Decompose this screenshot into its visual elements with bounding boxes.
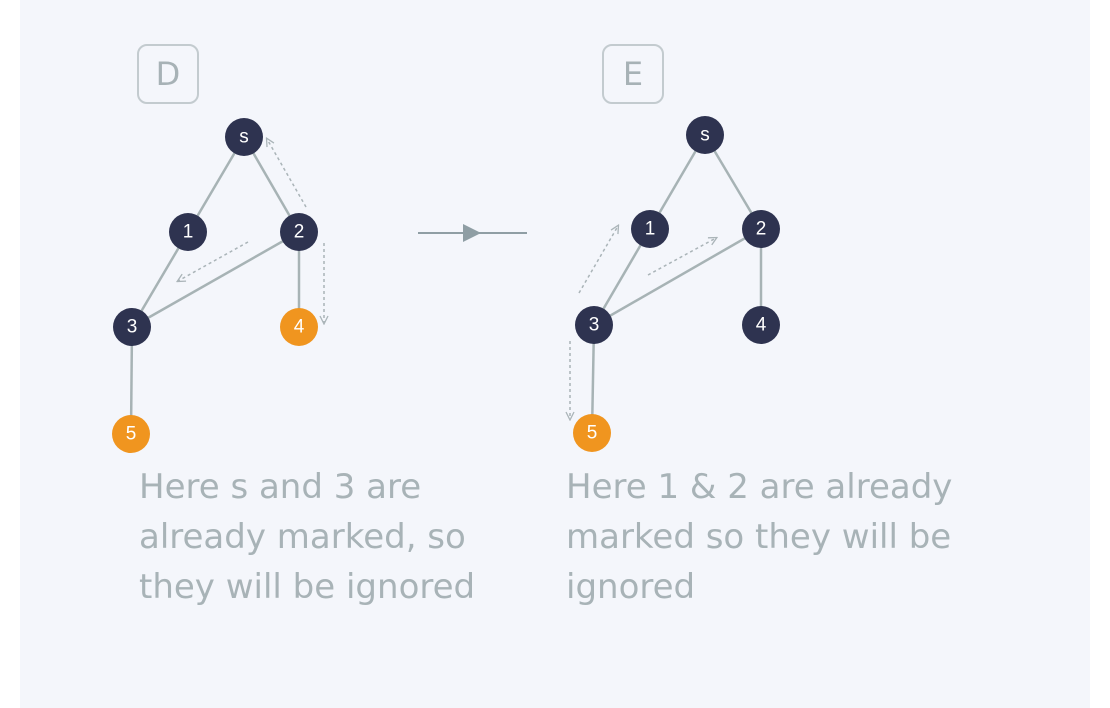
panel-d: D s 1 2: [112, 44, 324, 453]
edges-d: [129, 136, 301, 435]
edge-2-3: [593, 227, 762, 327]
caption-d-line-1: Here s and 3 are: [139, 467, 422, 507]
node-2: 2: [280, 213, 318, 251]
node-2: 2: [742, 210, 780, 248]
panel-e: E s 1 2: [570, 44, 780, 452]
svg-text:s: s: [700, 125, 710, 146]
traversal-arrows-e: [570, 226, 716, 419]
diagram-panel: [20, 0, 1090, 708]
svg-text:2: 2: [756, 219, 767, 240]
svg-text:3: 3: [127, 317, 138, 338]
caption-d-line-2: already marked, so: [139, 517, 466, 557]
caption-e-line-1: Here 1 & 2 are already: [566, 467, 953, 507]
nodes-d: s 1 2 3 4 5: [112, 118, 318, 453]
svg-text:s: s: [239, 127, 249, 148]
svg-text:E: E: [623, 55, 643, 93]
svg-text:3: 3: [589, 315, 600, 336]
caption-d-line-3: they will be ignored: [139, 567, 476, 607]
traversal-arrow-3-to-1: [578, 226, 618, 294]
node-5-highlighted: 5: [112, 415, 150, 453]
svg-text:2: 2: [294, 222, 305, 243]
traversal-arrow-2-to-s: [267, 139, 307, 208]
node-4: 4: [742, 306, 780, 344]
transition-arrow: [418, 224, 527, 242]
edges-e: [590, 134, 763, 434]
caption-d: Here s and 3 are already marked, so they…: [139, 462, 475, 612]
edge-2-3: [131, 230, 300, 329]
node-1: 1: [169, 213, 207, 251]
traversal-arrow-3-to-2: [647, 238, 716, 276]
caption-e: Here 1 & 2 are already marked so they wi…: [566, 462, 952, 612]
nodes-e: s 1 2 3 4 5: [573, 116, 780, 452]
caption-e-line-3: ignored: [566, 567, 696, 607]
tag-d: D: [137, 44, 199, 104]
node-s: s: [225, 118, 263, 156]
node-3: 3: [575, 306, 613, 344]
svg-text:4: 4: [756, 315, 767, 336]
svg-text:4: 4: [294, 317, 305, 338]
tag-e: E: [602, 44, 664, 104]
node-3: 3: [113, 308, 151, 346]
svg-text:5: 5: [126, 424, 137, 445]
node-s: s: [686, 116, 724, 154]
svg-text:5: 5: [587, 423, 598, 444]
node-4-highlighted: 4: [280, 308, 318, 346]
svg-text:1: 1: [645, 219, 656, 240]
traversal-arrow-2-to-3: [178, 241, 249, 281]
svg-text:1: 1: [183, 222, 194, 243]
svg-text:D: D: [156, 55, 181, 93]
caption-e-line-2: marked so they will be: [566, 517, 952, 557]
node-5-highlighted: 5: [573, 414, 611, 452]
traversal-arrows-d: [178, 139, 324, 323]
node-1: 1: [631, 210, 669, 248]
